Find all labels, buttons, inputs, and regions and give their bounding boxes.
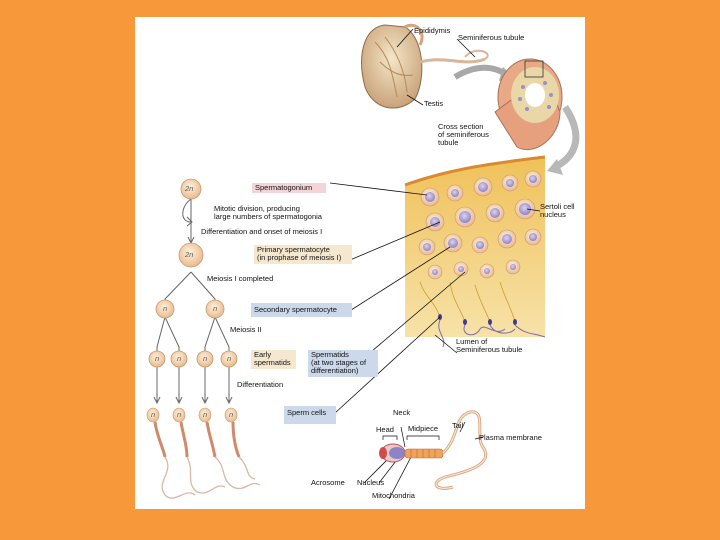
label-testis: Testis <box>424 99 444 108</box>
label-mitotic-division: Mitotic division, producing large number… <box>214 204 322 221</box>
testis-illustration <box>361 23 489 109</box>
spermatogenesis-diagram <box>146 23 580 500</box>
label-acrosome: Acrosome <box>311 478 345 487</box>
zoom-arrow-1 <box>453 64 509 80</box>
ploidy-n: n <box>227 354 232 363</box>
label-epididymis: Epididymis <box>414 26 451 35</box>
label-sertoli-cell-nucleus: Sertoli cell nucleus <box>540 202 575 219</box>
ploidy-n: n <box>177 410 182 419</box>
label-secondary-spermatocyte: Secondary spermatocyte <box>251 303 352 317</box>
early-spermatid-cell <box>170 350 188 368</box>
ploidy-n: n <box>213 304 218 313</box>
zoom-arrow-2 <box>553 105 580 171</box>
label-mitochondria: Mitochondria <box>372 491 415 500</box>
early-spermatid-cell <box>220 350 238 368</box>
ploidy-n: n <box>203 354 208 363</box>
label-neck: Neck <box>393 408 411 417</box>
tubule-illustration <box>494 58 563 150</box>
secondary-spermatocyte-cell <box>205 299 225 319</box>
ploidy-n: n <box>155 354 160 363</box>
label-meiosis-1-completed: Meiosis I completed <box>207 274 274 283</box>
ploidy-2n: 2n <box>185 184 194 193</box>
label-tail: Tail <box>452 421 464 430</box>
tubule-cross-section <box>404 155 546 348</box>
label-meiosis-2: Meiosis II <box>230 325 262 334</box>
label-head: Head <box>376 425 394 434</box>
early-spermatid-cell <box>196 350 214 368</box>
label-nucleus: Nucleus <box>357 478 385 487</box>
sperm-cells <box>146 407 261 499</box>
spermatogonium-cell <box>180 178 202 200</box>
label-spermatogonium: Spermatogonium <box>252 183 326 193</box>
label-early-spermatids: Early spermatids <box>251 350 296 369</box>
label-differentiation-meiosis-1: Differentiation and onset of meiosis I <box>201 227 323 236</box>
label-seminiferous-tubule: Seminiferous tubule <box>458 33 525 42</box>
leader-lines <box>329 28 541 500</box>
label-lumen: Lumen of Seminiferous tubule <box>456 337 523 354</box>
label-differentiation: Differentiation <box>237 380 284 389</box>
sperm-detail <box>379 410 488 490</box>
label-cross-section: Cross section of seminiferous tubule <box>438 122 489 147</box>
ploidy-n: n <box>203 410 208 419</box>
figure-panel: Epididymis Seminiferous tubule Testis Cr… <box>135 17 585 509</box>
label-sperm-cells: Sperm cells <box>284 406 336 424</box>
ploidy-2n: 2n <box>185 250 194 259</box>
secondary-spermatocyte-cell <box>155 299 175 319</box>
label-midpiece: Midpiece <box>408 424 439 433</box>
primary-spermatocyte-cell <box>178 242 204 268</box>
ploidy-n: n <box>163 304 168 313</box>
early-spermatid-cell <box>148 350 166 368</box>
ploidy-n: n <box>177 354 182 363</box>
label-spermatids: Spermatids (at two stages of differentia… <box>308 350 378 377</box>
ploidy-n: n <box>151 410 156 419</box>
ploidy-n: n <box>229 410 234 419</box>
label-plasma-membrane: Plasma membrane <box>479 433 542 442</box>
label-primary-spermatocyte: Primary spermatocyte (in prophase of mei… <box>254 245 352 264</box>
